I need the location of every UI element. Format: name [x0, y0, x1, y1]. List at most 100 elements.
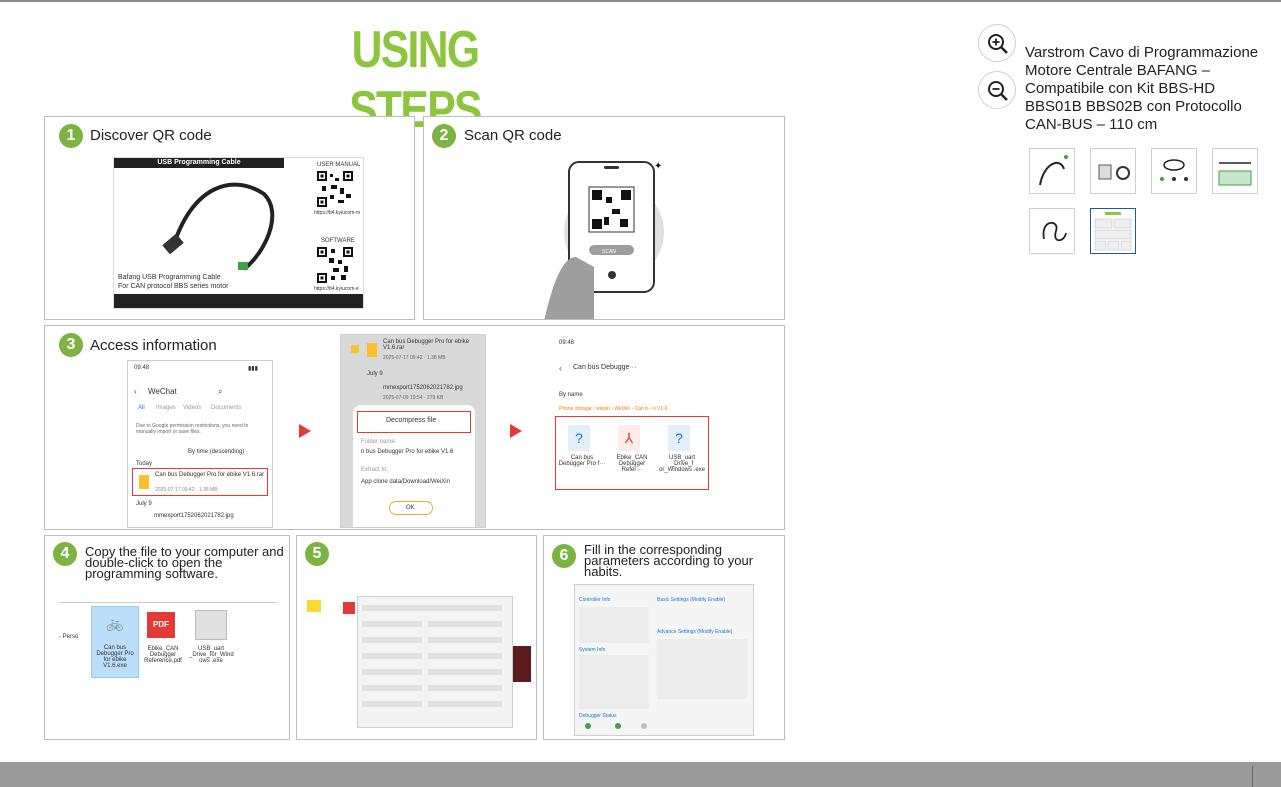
explorer-title: Can bus Debugge···	[573, 364, 637, 371]
top-file-name: Can bus Debugger Pro for ebike V1.6.rar	[383, 339, 470, 351]
software-row	[362, 669, 422, 675]
installer-icon	[195, 610, 227, 640]
step-1-badge: 1	[59, 124, 83, 148]
product-main-image: USING STEPS |ı| 1 Discover QR code USB P…	[0, 2, 840, 760]
coil-thumbnail-image	[1042, 222, 1067, 242]
tab-documents: Documents	[211, 405, 242, 411]
step-3-panel: 3 Access information 09:48 ▮▮▮ ‹ WeChat …	[44, 325, 785, 530]
cable-banner: USB Programming Cable	[114, 158, 284, 168]
pdf-file-icon: ⅄	[618, 425, 640, 451]
software-qr-code	[316, 246, 354, 284]
step-2-panel: 2 Scan QR code ✦ SCAN	[423, 116, 785, 320]
window-top-border	[0, 0, 1281, 2]
bottom-bar-divider	[1252, 766, 1253, 787]
software-row	[362, 685, 422, 691]
folder-icon	[307, 600, 321, 612]
software-row	[362, 653, 422, 659]
wechat-screen: 09:48 ▮▮▮ ‹ WeChat ⌕ All Images Videos D…	[127, 360, 273, 528]
tab-all: All	[138, 405, 145, 411]
arrow-right-icon	[299, 424, 311, 438]
decompress-dialog: Decompress file Folder name: n bus Debug…	[353, 405, 475, 527]
manual-qr-code	[316, 170, 354, 208]
software-row	[362, 701, 422, 707]
installer-file-name: USB_uart _Drive_for_Wind ows .exe	[189, 646, 234, 664]
extract-to-value: App clone data/Download/WeiXin	[361, 479, 450, 485]
software-row	[428, 653, 502, 659]
step-1-panel: 1 Discover QR code USB Programming Cable…	[44, 116, 415, 320]
tab-images: Images	[156, 405, 176, 411]
zoom-in-icon	[988, 34, 1008, 54]
folder-name-label: Folder name:	[361, 439, 397, 445]
sort-by-name: By name	[559, 392, 583, 398]
step-5-panel: 5	[296, 535, 537, 740]
step-3-label: Access information	[90, 337, 217, 354]
step-5-badge: 5	[305, 542, 329, 566]
rar-file-icon-2	[367, 343, 377, 357]
step-1-label: Discover QR code	[90, 127, 212, 144]
side-text: - Perso	[59, 634, 79, 640]
file-1-name: Can bus Debugger Pro f···	[558, 455, 606, 467]
dimensions-thumbnail-image	[1218, 162, 1252, 186]
pdf-icon: PDF	[147, 612, 175, 638]
extracted-files: ? ⅄ ? Can bus Debugger Pro f··· Ebike_CA…	[555, 416, 709, 490]
step-2-badge: 2	[432, 124, 456, 148]
thumbnail-5[interactable]	[1029, 208, 1075, 254]
using-steps-thumbnail-image	[1094, 212, 1132, 251]
status-dot	[641, 723, 647, 729]
rar-file-meta: 2025-07-17 09:42 · 1.38 MB	[155, 487, 218, 493]
thumbnail-2[interactable]	[1090, 148, 1136, 194]
pdf-icon	[343, 602, 355, 614]
thumbnail-1[interactable]	[1029, 148, 1075, 194]
software-label: SOFTWARE	[321, 238, 355, 244]
thumbnail-4[interactable]	[1212, 148, 1258, 194]
top-file-meta: 2025-07-17 09:42 · 1.38 MB	[383, 355, 446, 361]
usb-cable-illustration	[162, 182, 275, 271]
unknown-file-icon: ?	[568, 425, 590, 451]
tab-videos: Videos	[183, 405, 202, 411]
jpg-file-name: mmexport1752062021782.jpg	[154, 513, 234, 519]
background-image	[513, 646, 531, 682]
zoom-out-button[interactable]	[978, 71, 1016, 109]
cable-card: USB Programming Cable USER MANUAL https:…	[113, 157, 364, 309]
july-label: July 9	[136, 501, 152, 507]
layout-thumbnail-image	[1160, 159, 1188, 181]
software-url: https://b4.kyiucom-e	[314, 286, 359, 292]
ok-label: OK	[406, 505, 415, 511]
thumbnail-6[interactable]	[1090, 208, 1136, 254]
zoom-out-icon	[988, 81, 1008, 101]
section-basic-settings: Basic Settings (Modify Enable)	[657, 597, 726, 603]
card-footer-bar	[114, 294, 363, 308]
section-advance-settings: Advance Settings (Modify Enable)	[657, 629, 733, 635]
file-explorer-screen: 09:48 ‹ Can bus Debugge··· By name Phone…	[551, 334, 711, 494]
bottom-bar	[0, 762, 1281, 787]
decor-bars-icon: |ı|	[408, 90, 416, 101]
dialog-title-highlight: Decompress file	[357, 411, 471, 433]
step-3-badge: 3	[59, 333, 83, 357]
connectors-thumbnail-image	[1098, 164, 1130, 180]
software-row	[428, 685, 502, 691]
back-arrow-icon: ‹	[559, 364, 562, 373]
folder-name-value: n bus Debugger Pro for ebike V1.6	[361, 449, 454, 455]
software-row	[428, 621, 502, 627]
decompress-screen: Can bus Debugger Pro for ebike V1.6.rar …	[340, 334, 486, 528]
rar-file-icon	[139, 475, 149, 489]
extract-to-label: Extract to:	[361, 467, 389, 473]
step-4-panel: 4 Copy the file to your computer and dou…	[44, 535, 290, 740]
search-icon: ⌕	[218, 387, 223, 396]
step-4-badge: 4	[53, 542, 77, 566]
phone-scan-illustration: ✦	[544, 161, 664, 319]
software-row	[428, 669, 502, 675]
thumbnail-3[interactable]	[1151, 148, 1197, 194]
zoom-in-button[interactable]	[978, 24, 1016, 62]
checkbox-icon	[351, 345, 359, 353]
second-file-name: mmexport1752062021782.jpg	[383, 385, 463, 391]
highlighted-rar-file: Can bus Debugger Pro for ebike V1.6.rar …	[132, 468, 268, 496]
settings-grid	[657, 639, 747, 699]
manual-label: USER MANUAL	[317, 162, 361, 168]
exe-file-selected: 🚲 Can bus Debugger Pro for ebike V1.6.ex…	[91, 606, 139, 678]
svg-text:✦: ✦	[654, 161, 662, 172]
step-6-panel: 6 Fill in the corresponding parameters a…	[543, 535, 785, 740]
july-label-2: July 9	[367, 371, 383, 377]
back-arrow-icon: ‹	[134, 387, 137, 396]
parameter-window: Controller Info Basic Settings (Modify E…	[574, 584, 754, 736]
